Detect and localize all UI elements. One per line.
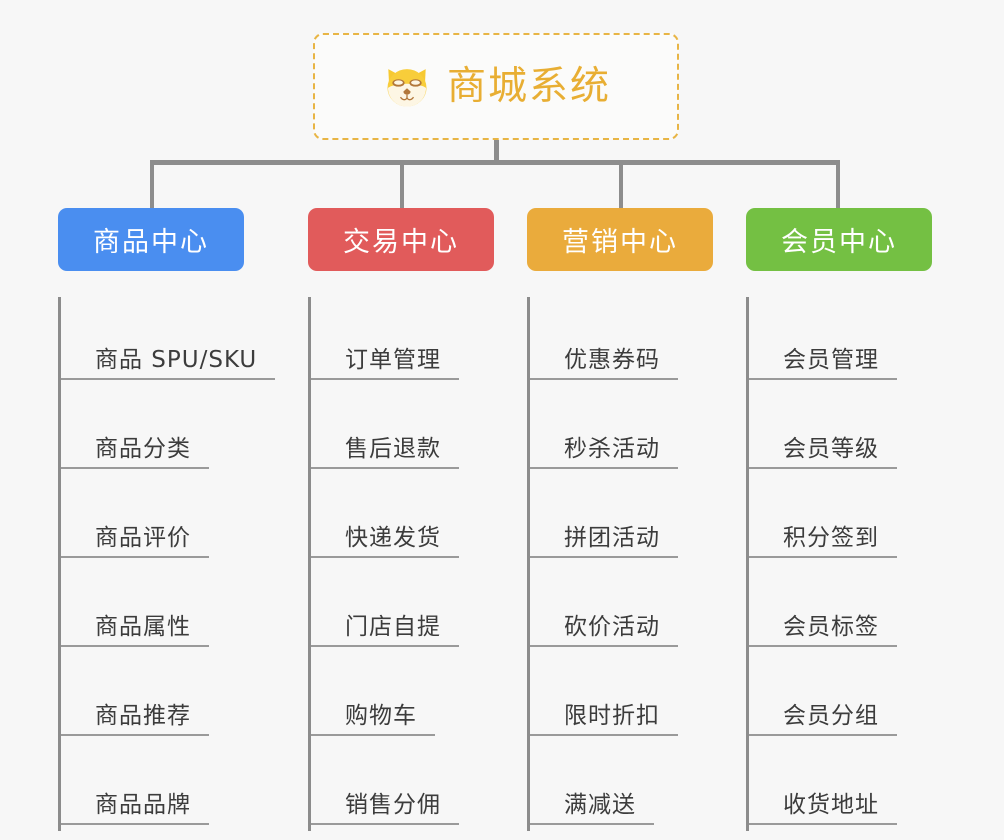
leaf-item-label: 积分签到 <box>749 525 897 558</box>
leaf-item[interactable]: 订单管理 <box>311 297 494 386</box>
category-header-product-center[interactable]: 商品中心 <box>58 208 244 271</box>
leaf-item[interactable]: 会员等级 <box>749 386 932 475</box>
root-node-shop-system[interactable]: 商城系统 <box>313 33 679 140</box>
leaf-list-marketing-center: 优惠券码 秒杀活动 拼团活动 砍价活动 限时折扣 满减送 <box>527 297 713 831</box>
leaf-list-member-center: 会员管理 会员等级 积分签到 会员标签 会员分组 收货地址 <box>746 297 932 831</box>
leaf-item-label: 销售分佣 <box>311 792 459 825</box>
connector-drop-4 <box>836 160 840 210</box>
leaf-item[interactable]: 商品推荐 <box>61 653 244 742</box>
leaf-item[interactable]: 售后退款 <box>311 386 494 475</box>
leaf-list-product-center: 商品 SPU/SKU 商品分类 商品评价 商品属性 商品推荐 商品品牌 <box>58 297 276 831</box>
leaf-item-label: 砍价活动 <box>530 614 678 647</box>
connector-horizontal-bus <box>150 160 840 165</box>
connector-root-stem <box>494 140 499 164</box>
category-column-product-center: 商品中心 商品 SPU/SKU 商品分类 商品评价 商品属性 商品推荐 商品品牌 <box>58 208 276 831</box>
connector-drop-2 <box>400 160 404 210</box>
leaf-item[interactable]: 门店自提 <box>311 564 494 653</box>
leaf-item-label: 满减送 <box>530 792 654 825</box>
leaf-item[interactable]: 商品 SPU/SKU <box>61 297 276 386</box>
leaf-item-label: 门店自提 <box>311 614 459 647</box>
leaf-item[interactable]: 销售分佣 <box>311 742 494 831</box>
leaf-item-label: 商品推荐 <box>61 703 209 736</box>
category-header-member-center[interactable]: 会员中心 <box>746 208 932 271</box>
leaf-item-label: 拼团活动 <box>530 525 678 558</box>
connector-drop-3 <box>619 160 623 210</box>
leaf-item-label: 售后退款 <box>311 436 459 469</box>
leaf-item[interactable]: 秒杀活动 <box>530 386 713 475</box>
leaf-item-label: 商品品牌 <box>61 792 209 825</box>
leaf-item-label: 会员等级 <box>749 436 897 469</box>
leaf-item[interactable]: 商品属性 <box>61 564 244 653</box>
category-header-marketing-center[interactable]: 营销中心 <box>527 208 713 271</box>
leaf-item[interactable]: 满减送 <box>530 742 713 831</box>
leaf-item[interactable]: 购物车 <box>311 653 494 742</box>
leaf-item-label: 会员管理 <box>749 347 897 380</box>
category-column-marketing-center: 营销中心 优惠券码 秒杀活动 拼团活动 砍价活动 限时折扣 满减送 <box>527 208 713 831</box>
leaf-item-label: 会员分组 <box>749 703 897 736</box>
leaf-item[interactable]: 积分签到 <box>749 475 932 564</box>
leaf-item[interactable]: 会员分组 <box>749 653 932 742</box>
root-node-title: 商城系统 <box>446 64 611 109</box>
leaf-item[interactable]: 会员管理 <box>749 297 932 386</box>
leaf-item[interactable]: 收货地址 <box>749 742 932 831</box>
category-header-label: 会员中心 <box>781 227 897 258</box>
leaf-item[interactable]: 商品评价 <box>61 475 244 564</box>
category-column-trade-center: 交易中心 订单管理 售后退款 快递发货 门店自提 购物车 销售分佣 <box>308 208 494 831</box>
leaf-item[interactable]: 拼团活动 <box>530 475 713 564</box>
leaf-item[interactable]: 会员标签 <box>749 564 932 653</box>
leaf-item-label: 快递发货 <box>311 525 459 558</box>
leaf-item-label: 秒杀活动 <box>530 436 678 469</box>
category-header-label: 交易中心 <box>343 227 459 258</box>
category-header-trade-center[interactable]: 交易中心 <box>308 208 494 271</box>
leaf-list-trade-center: 订单管理 售后退款 快递发货 门店自提 购物车 销售分佣 <box>308 297 494 831</box>
leaf-item[interactable]: 商品分类 <box>61 386 244 475</box>
leaf-item-label: 会员标签 <box>749 614 897 647</box>
leaf-item-label: 优惠券码 <box>530 347 678 380</box>
leaf-item-label: 商品分类 <box>61 436 209 469</box>
leaf-item-label: 购物车 <box>311 703 435 736</box>
leaf-item-label: 商品 SPU/SKU <box>61 347 276 380</box>
category-header-label: 营销中心 <box>562 227 678 258</box>
leaf-item-label: 商品评价 <box>61 525 209 558</box>
leaf-item[interactable]: 限时折扣 <box>530 653 713 742</box>
leaf-item[interactable]: 砍价活动 <box>530 564 713 653</box>
connector-drop-1 <box>150 160 154 210</box>
leaf-item[interactable]: 快递发货 <box>311 475 494 564</box>
category-header-label: 商品中心 <box>93 227 209 258</box>
leaf-item[interactable]: 优惠券码 <box>530 297 713 386</box>
shiba-dog-mascot-icon <box>387 68 427 106</box>
leaf-item-label: 商品属性 <box>61 614 209 647</box>
leaf-item[interactable]: 商品品牌 <box>61 742 244 831</box>
leaf-item-label: 收货地址 <box>749 792 897 825</box>
leaf-item-label: 限时折扣 <box>530 703 678 736</box>
leaf-item-label: 订单管理 <box>311 347 459 380</box>
category-column-member-center: 会员中心 会员管理 会员等级 积分签到 会员标签 会员分组 收货地址 <box>746 208 932 831</box>
